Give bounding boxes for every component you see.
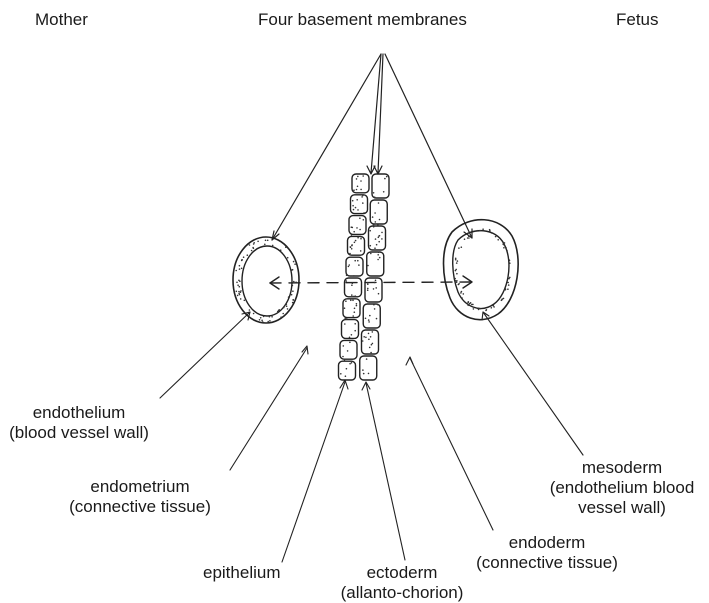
mesoderm-label: mesoderm (endothelium blood vessel wall) — [536, 458, 708, 518]
epithelial-cell — [369, 226, 386, 250]
ectoderm-description: (allanto-chorion) — [310, 583, 494, 603]
label-leader-lines — [160, 312, 583, 562]
maternal-blood-vessel — [233, 237, 299, 323]
endothelium-name: endothelium — [0, 403, 158, 423]
endoderm-name: endoderm — [459, 533, 635, 553]
mother-header: Mother — [35, 10, 88, 30]
epithelial-cell — [362, 330, 379, 354]
epithelial-cell — [348, 236, 365, 255]
endothelium-description: (blood vessel wall) — [0, 423, 158, 443]
mesoderm-description-1: (endothelium blood — [536, 478, 708, 498]
fetal-blood-vessel — [444, 220, 519, 320]
basement-membrane-pointers — [272, 54, 472, 240]
endothelium-label: endothelium (blood vessel wall) — [0, 403, 158, 443]
endometrium-name: endometrium — [52, 477, 228, 497]
ectoderm-cell-column — [360, 174, 389, 380]
fetus-header: Fetus — [616, 10, 659, 30]
epithelial-cell — [363, 304, 380, 328]
epithelium-cell-column — [339, 174, 370, 380]
endometrium-description: (connective tissue) — [52, 497, 228, 517]
epithelial-cell — [372, 174, 389, 198]
epithelial-cell — [342, 320, 359, 339]
epithelial-cell — [360, 356, 377, 380]
epithelial-cell — [349, 216, 366, 235]
endoderm-label: endoderm (connective tissue) — [459, 533, 635, 573]
mesoderm-name: mesoderm — [536, 458, 708, 478]
epithelium-label: epithelium — [203, 563, 281, 583]
mesoderm-description-2: vessel wall) — [536, 498, 708, 518]
epithelial-cell — [351, 195, 368, 214]
epithelial-cell — [367, 252, 384, 276]
basement-membranes-header: Four basement membranes — [258, 10, 467, 30]
epithelial-cell — [339, 361, 356, 380]
endometrium-label: endometrium (connective tissue) — [52, 477, 228, 517]
endoderm-description: (connective tissue) — [459, 553, 635, 573]
